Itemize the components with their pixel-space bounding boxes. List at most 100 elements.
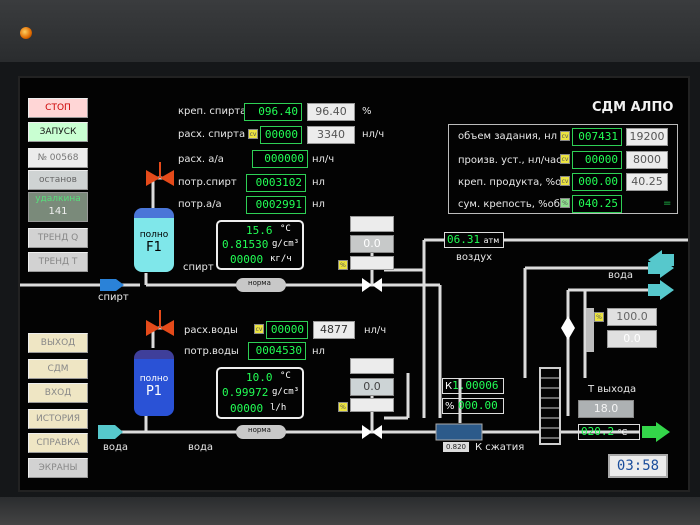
batch-number: № 00568 <box>28 148 88 168</box>
clock-hours: 03 <box>616 458 634 474</box>
tank-f1-status: полно <box>139 230 169 240</box>
productivity-label: произв. уст., нл/час <box>458 155 562 166</box>
water-flow-setpoint[interactable]: 4877 <box>313 321 355 339</box>
sdm-button[interactable]: СДМ <box>28 359 88 379</box>
p1-outlet-label: вода <box>188 442 214 453</box>
tank-p1-name: P1 <box>145 384 163 399</box>
p1-inlet-valve-icon <box>146 310 174 336</box>
water-valve-position[interactable]: 0.0 <box>350 378 394 396</box>
monitor-bezel-bottom <box>0 497 700 525</box>
alcohol-consumption-label: потр.спирт <box>178 177 237 188</box>
tank-p1-status: полно <box>139 374 169 384</box>
entry-button[interactable]: ВХОД <box>28 383 88 403</box>
cooling-valve-setpoint[interactable]: 0.0 <box>607 330 657 348</box>
water-consumption-value: 0004530 <box>248 342 306 360</box>
aa-consumption-label: потр.а/а <box>178 199 222 210</box>
job-volume-setpoint[interactable]: 19200 <box>626 128 668 146</box>
job-volume-label: объем задания, нл <box>458 131 558 142</box>
exit-button[interactable]: ВЫХОД <box>28 333 88 353</box>
p1-inlet-label: вода <box>103 442 129 453</box>
history-button[interactable]: ИСТОРИЯ <box>28 409 88 429</box>
trend-t-button[interactable]: ТРЕНД Т <box>28 252 88 272</box>
air-pressure-value: 06.31 <box>447 233 481 246</box>
alcohol-flow-setpoint[interactable]: 3340 <box>307 126 355 144</box>
alcohol-consumption-value: 0003102 <box>246 174 306 192</box>
p1-temperature-unit: °C <box>280 371 291 381</box>
help-button[interactable]: СПРАВКА <box>28 433 88 453</box>
compression-label: К сжатия <box>475 442 525 453</box>
total-strength-marker: = <box>663 198 672 209</box>
alcohol-flow-indicator: cv <box>248 129 258 139</box>
power-led-icon <box>20 27 32 39</box>
f1-inlet-label: спирт <box>98 292 129 303</box>
job-panel <box>448 124 678 214</box>
water-valve-head <box>350 358 394 374</box>
f1-flow-unit: кг/ч <box>270 254 292 264</box>
cooling-valve-icon <box>561 316 575 340</box>
tank-f1-name: F1 <box>146 240 162 255</box>
p1-temperature: 10.0 <box>246 371 273 384</box>
f1-density-unit: g/cm³ <box>272 239 300 249</box>
pct-value: 000.00 <box>458 399 498 412</box>
alcohol-valve-position[interactable]: 0.0 <box>350 235 394 253</box>
tank-p1[interactable]: полно P1 <box>134 350 174 416</box>
delay-label: удалкина <box>35 194 81 204</box>
f1-flow: 00000 <box>230 253 264 266</box>
trend-q-button[interactable]: ТРЕНД Q <box>28 228 88 248</box>
water-flow-indicator: cv <box>254 324 264 334</box>
alcohol-valve-actuator <box>350 256 394 270</box>
productivity-indicator: cv <box>560 154 570 164</box>
total-strength-value: 040.25 <box>572 195 622 213</box>
cooling-valve-indicator: % <box>594 312 604 322</box>
water-flow-value: 00000 <box>266 321 308 339</box>
total-strength-indicator: % <box>560 198 570 208</box>
aa-flow-value: 000000 <box>252 150 308 168</box>
alcohol-valve-head <box>350 216 394 232</box>
f1-outlet-label: спирт <box>183 262 214 273</box>
k-value: 1.00006 <box>452 379 499 392</box>
aa-flow-label: расх. а/а <box>178 154 224 165</box>
alcohol-valve-indicator: % <box>338 260 348 270</box>
f1-readout: 15.6 °C 0.81530 g/cm³ 00000 кг/ч <box>216 220 304 270</box>
hmi-screen: СТОП ЗАПУСК № 00568 останов удалкина 141… <box>18 76 690 492</box>
pct-value-box: % 000.00 <box>442 398 504 414</box>
p1-flow-unit: l/h <box>270 403 287 413</box>
f1-density: 0.81530 <box>222 238 269 251</box>
aa-consumption-unit: нл <box>312 199 325 210</box>
productivity-setpoint[interactable]: 8000 <box>626 151 668 169</box>
t-out-unit: °C <box>617 428 628 437</box>
product-strength-value: 000.00 <box>572 173 622 191</box>
f1-inlet-valve-icon <box>146 162 174 186</box>
job-volume-value: 007431 <box>572 128 622 146</box>
t-out-setpoint[interactable]: 18.0 <box>578 400 634 418</box>
f1-temperature: 15.6 <box>246 224 273 237</box>
alcohol-strength-setpoint[interactable]: 96.40 <box>307 103 355 121</box>
pct-prefix: % <box>445 401 455 412</box>
start-button[interactable]: ЗАПУСК <box>28 122 88 142</box>
alcohol-strength-unit: % <box>362 106 372 117</box>
cooling-water-label: вода <box>608 270 634 281</box>
air-pressure-unit: атм <box>483 236 500 245</box>
stop-button[interactable]: СТОП <box>28 98 88 118</box>
p1-density: 0.99972 <box>222 386 269 399</box>
clock: 03:58 <box>608 454 668 478</box>
water-flow-unit: нл/ч <box>364 325 387 336</box>
water-consumption-label: потр.воды <box>184 346 239 357</box>
alcohol-consumption-unit: нл <box>312 177 325 188</box>
water-flow-label: расх.воды <box>184 325 238 336</box>
tank-f1[interactable]: полно F1 <box>134 208 174 272</box>
alcohol-flow-unit: нл/ч <box>362 129 385 140</box>
air-label: воздух <box>456 252 493 263</box>
air-pressure: 06.31 атм <box>444 232 504 248</box>
monitor-bezel-top <box>0 0 700 62</box>
page-title: СДМ АЛПО <box>592 100 674 115</box>
product-strength-setpoint[interactable]: 40.25 <box>626 173 668 191</box>
product-strength-label: креп. продукта, %об <box>458 177 568 188</box>
mixer-value: 0.820 <box>443 442 469 452</box>
cooling-valve-value[interactable]: 100.0 <box>607 308 657 326</box>
clock-minutes: 58 <box>642 458 660 474</box>
screens-button[interactable]: ЭКРАНЫ <box>28 458 88 478</box>
job-volume-indicator: cv <box>560 131 570 141</box>
alcohol-flow-value: 00000 <box>260 126 302 144</box>
p1-meter-label: норма <box>248 426 271 434</box>
